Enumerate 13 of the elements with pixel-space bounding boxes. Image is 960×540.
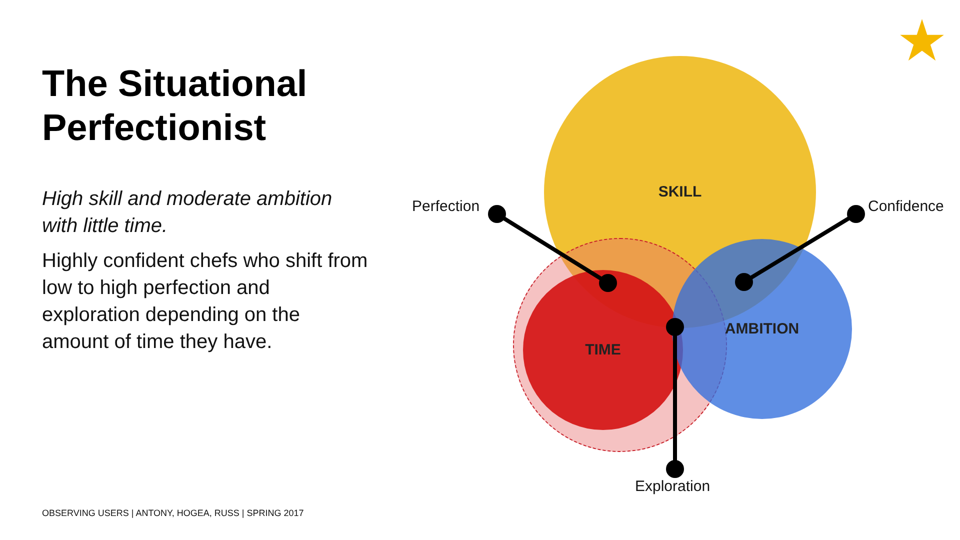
circle-label: AMBITION [724, 320, 800, 338]
footer-text: OBSERVING USERS | ANTONY, HOGEA, RUSS | SPRING 2017 [42, 508, 304, 518]
circle-label: TIME [585, 342, 621, 358]
circle-label: SKILL [658, 184, 702, 200]
description-text: Highly confident chefs who shift from low to high perfection and exploration depending on the amount of time they have. [42, 249, 369, 355]
leader-line [735, 205, 865, 291]
confidence-label: Confidence [868, 198, 944, 215]
leader-line [488, 205, 617, 292]
perfection-label: Perfection [412, 198, 494, 215]
exploration-label: Exploration [635, 478, 710, 495]
subtitle: High skill and moderate ambition with little time. [42, 187, 334, 239]
title: The Situational Perfectionist [42, 62, 308, 150]
leader-line [666, 318, 684, 478]
